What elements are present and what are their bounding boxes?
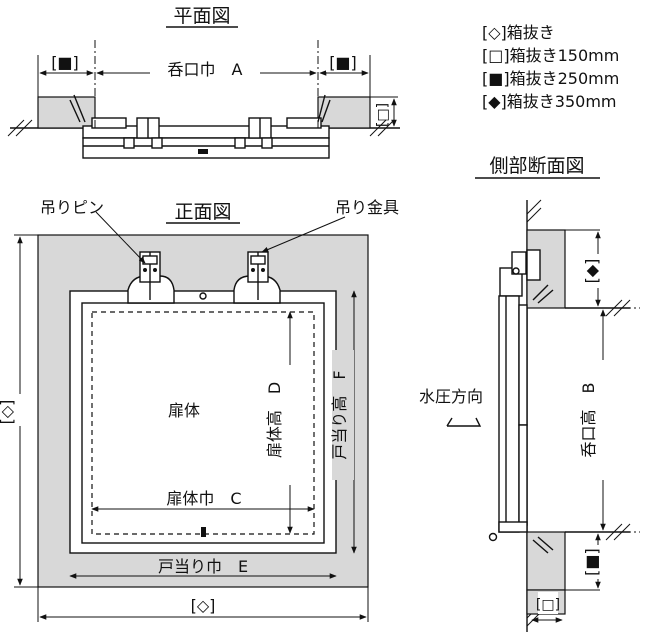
section-gate-body [498,295,520,533]
plan-view-drawing: 呑口巾 A [■] [■] [□] [7,40,400,159]
right-hanging-bracket [233,251,281,304]
door-width-c-label: 扉体巾 C [166,489,241,508]
legend-item-open-square: [□]箱抜き150mm [482,46,619,65]
hanging-pin-label: 吊りピン [40,198,104,217]
plan-right-box-label: [■] [329,53,357,72]
legend-item-filled-diamond: [◆]箱抜き350mm [482,92,617,111]
front-box-height-label: [◇] [0,400,16,425]
water-pressure-direction-label: 水圧方向 [419,387,483,406]
section-view-title-group: 側部断面図 [475,155,600,179]
stop-height-f-label: 戸当り高 F [330,370,349,459]
legend-item-filled-square: [■]箱抜き250mm [482,69,619,88]
section-base-box-label: [□] [536,597,560,613]
section-view-title: 側部断面図 [489,155,584,177]
front-view-title: 正面図 [174,201,231,223]
stop-width-e-label: 戸当り巾 E [158,557,248,576]
water-pressure-arrow-icon [446,417,482,427]
front-view-title-group: 正面図 [166,201,240,224]
section-bottom-box-cutout [526,531,566,591]
box-cutout-legend: [◇]箱抜き [□]箱抜き150mm [■]箱抜き250mm [◆]箱抜き350… [482,23,619,111]
plan-left-box-label: [■] [51,53,79,72]
legend-item-open-diamond: [◇]箱抜き [482,23,555,42]
front-view-drawing: 吊りピン 吊り金具 扉体 扉体高 D 戸当り高 F 扉体巾 C 戸当り巾 E [… [0,198,399,622]
door-height-d-label: 扉体高 D [265,382,284,458]
door-body-label: 扉体 [168,401,200,420]
section-top-box-label: [◆] [582,259,601,284]
plan-side-box-label: [□] [375,103,391,127]
opening-height-b-label: 呑口高 B [579,383,598,458]
plan-left-box-cutout [37,96,96,129]
plan-view-title-group: 平面図 [166,5,238,28]
section-view-drawing: 水圧方向 呑口高 B [◆] [■] [□] [419,199,640,632]
opening-outline [91,311,315,535]
opening-width-a-label: 呑口巾 A [168,60,243,79]
hanging-bracket-label: 吊り金具 [335,198,399,217]
plan-right-box-cutout [317,96,371,129]
plan-gate-body [82,137,330,159]
section-bottom-box-label: [■] [582,548,601,576]
plan-view-title: 平面図 [173,5,230,27]
front-box-width-label: [◇] [191,596,216,615]
